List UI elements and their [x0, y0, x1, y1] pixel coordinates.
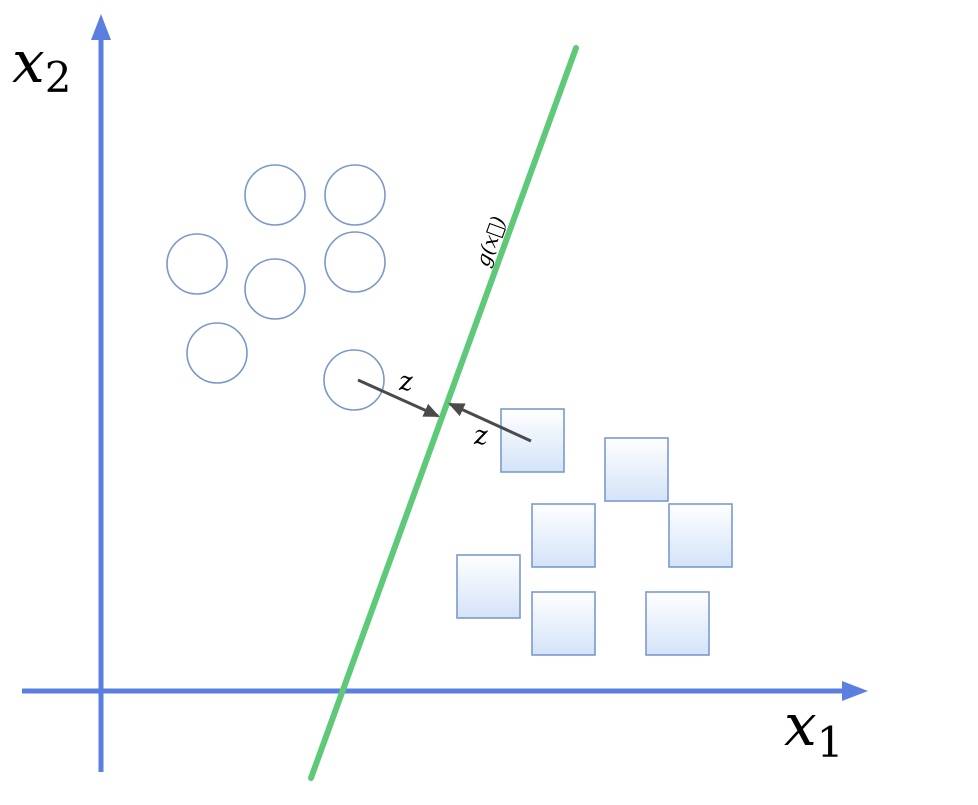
margin-label-right: z: [473, 421, 488, 451]
circle-point: [244, 164, 306, 226]
margin-arrow-left: [357, 378, 440, 418]
y-axis-label-sub: 2: [45, 53, 72, 102]
x-axis-label: x1: [784, 691, 843, 767]
margin-arrow-right: [448, 402, 532, 443]
decision-boundary-line: [308, 45, 579, 781]
y-axis: [91, 14, 111, 772]
x-axis: [22, 681, 868, 701]
circle-class-group: [166, 164, 386, 411]
y-axis-arrow-icon: [91, 14, 111, 40]
y-axis-label: x2: [12, 28, 71, 102]
circle-point: [186, 322, 248, 384]
square-point: [456, 554, 521, 619]
square-point: [668, 503, 733, 568]
square-point: [531, 591, 596, 656]
circle-point: [244, 258, 306, 320]
circle-point: [324, 164, 386, 226]
square-point: [500, 408, 565, 473]
square-point: [645, 591, 710, 656]
x-axis-arrow-icon: [842, 681, 868, 701]
y-axis-label-base: x: [12, 28, 45, 96]
circle-point: [324, 231, 386, 293]
x-axis-label-base: x: [784, 691, 817, 759]
circle-point: [166, 233, 228, 295]
margin-label-left: z: [398, 367, 413, 397]
square-point: [531, 503, 596, 568]
square-class-group: [456, 408, 733, 656]
x-axis-label-sub: 1: [817, 718, 844, 767]
circle-point: [323, 349, 385, 411]
square-point: [604, 437, 669, 502]
